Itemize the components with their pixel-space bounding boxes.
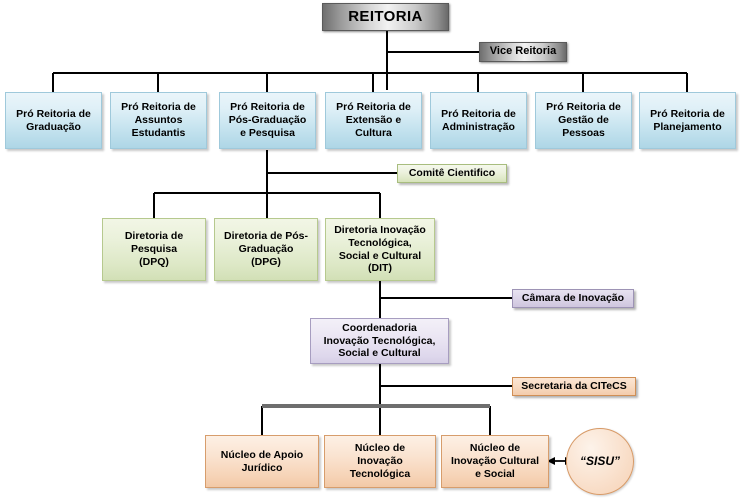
node-label: Diretoria de Pós-Graduação(DPG)	[223, 230, 309, 268]
node-comite-cientifico[interactable]: Comitê Cientifico	[397, 164, 507, 183]
node-vice-reitoria-label: Vice Reitoria	[489, 45, 557, 58]
node-camara-inovacao-label: Câmara de Inovação	[521, 292, 625, 305]
node-diretoria-pos-graduacao[interactable]: Diretoria de Pós-Graduação(DPG)	[214, 218, 318, 281]
node-secretaria-citecs[interactable]: Secretaria da CITeCS	[512, 377, 636, 396]
node-reitoria-label: REITORIA	[348, 7, 423, 25]
node-sisu[interactable]: “SISU”	[566, 428, 634, 495]
node-sisu-label: “SISU”	[579, 454, 620, 469]
node-secretaria-citecs-label: Secretaria da CITeCS	[521, 380, 627, 393]
node-reitoria[interactable]: REITORIA	[322, 3, 449, 31]
node-vice-reitoria[interactable]: Vice Reitoria	[479, 42, 567, 62]
node-camara-inovacao[interactable]: Câmara de Inovação	[512, 289, 634, 308]
node-comite-cientifico-label: Comitê Cientifico	[408, 167, 496, 180]
